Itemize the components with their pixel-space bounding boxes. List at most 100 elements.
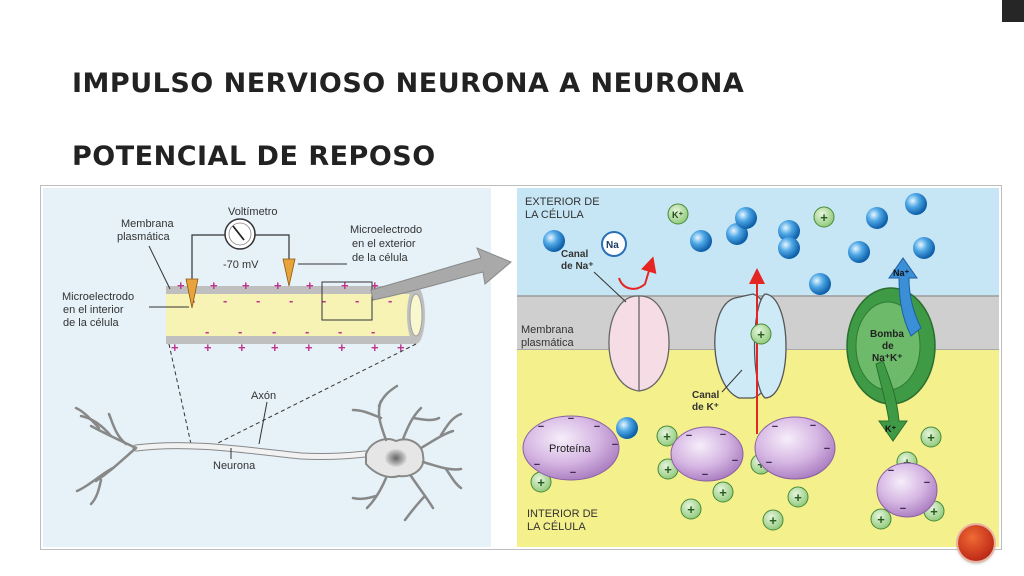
sodium-ion <box>809 273 831 295</box>
protein-minus: − <box>570 467 576 479</box>
na-k-pump <box>846 257 936 442</box>
k-ion-label: K⁺ <box>672 210 683 220</box>
plus-sign: + <box>177 278 185 293</box>
neuron-label: Neurona <box>213 460 256 472</box>
plus-sign: + <box>238 340 246 355</box>
pump-label-2: de <box>882 341 894 352</box>
plus-sign: + <box>341 278 349 293</box>
minus-sign: - <box>305 324 309 339</box>
right-panel: EXTERIOR DE LA CÉLULA Membrana plasmátic… <box>517 188 999 547</box>
minus-sign: - <box>238 324 242 339</box>
plus-sign: + <box>397 340 405 355</box>
k-plus: + <box>687 502 695 517</box>
protein-minus: − <box>534 459 540 471</box>
outer-electrode-label-3: de la célula <box>352 252 409 264</box>
left-panel: + + + + + + + + + + + + + + + + - - - - … <box>43 188 491 547</box>
outer-electrode-label-1: Microelectrodo <box>350 224 422 236</box>
k-plus: + <box>877 512 885 527</box>
minus-sign: - <box>371 324 375 339</box>
protein-minus: − <box>900 503 906 515</box>
sodium-ion <box>616 417 638 439</box>
sodium-ion <box>913 237 935 259</box>
outer-electrode-label-2: en el exterior <box>352 238 416 250</box>
protein <box>876 462 938 518</box>
r-membrane-label-2: plasmática <box>521 337 574 349</box>
protein-minus: − <box>732 455 738 467</box>
minus-sign: - <box>272 324 276 339</box>
protein-minus: − <box>772 421 778 433</box>
left-panel-background <box>43 188 491 547</box>
interior-label-1: INTERIOR DE <box>527 508 598 520</box>
neuron-drawing <box>74 384 463 522</box>
minus-sign: - <box>338 324 342 339</box>
sodium-channel <box>608 256 670 392</box>
protein-minus: − <box>612 439 618 451</box>
sodium-ion <box>735 207 757 229</box>
protein-large <box>522 415 620 481</box>
plus-sign: + <box>371 340 379 355</box>
k-plus: + <box>719 485 727 500</box>
plus-sign: + <box>242 278 250 293</box>
protein-minus: − <box>766 457 772 469</box>
plus-sign: + <box>204 340 212 355</box>
exterior-label-2: LA CÉLULA <box>525 208 584 221</box>
sodium-ion <box>543 230 565 252</box>
proteins <box>522 415 938 518</box>
outer-microelectrode <box>282 258 296 287</box>
sodium-ion <box>726 223 748 245</box>
sodium-ion <box>905 193 927 215</box>
slide-number-badge[interactable] <box>958 525 994 561</box>
inner-electrode-label-1: Microelectrodo <box>62 291 134 303</box>
plus-sign: + <box>171 340 179 355</box>
axon-label: Axón <box>251 390 276 402</box>
axon-pointer <box>258 401 268 445</box>
protein-charges: − − − − − − − − − − − − − − − − − <box>534 413 930 515</box>
interior-label-2: LA CÉLULA <box>527 520 586 533</box>
minus-sign: - <box>388 293 392 308</box>
potassium-channel <box>714 268 787 434</box>
minus-sign: - <box>322 293 326 308</box>
zoom-box <box>321 281 373 321</box>
na-channel-label-2: de Na⁺ <box>561 261 594 272</box>
corner-decoration <box>1002 0 1024 22</box>
protein-minus: − <box>824 443 830 455</box>
protein-minus: − <box>702 469 708 481</box>
sodium-ion <box>690 230 712 252</box>
protein-label: Proteína <box>549 443 591 455</box>
membrane-pointer <box>148 245 171 290</box>
pump-k-label: K⁺ <box>885 424 896 434</box>
exterior-label-1: EXTERIOR DE <box>525 196 600 208</box>
k-plus: + <box>903 455 911 470</box>
zoom-arrow <box>370 247 512 301</box>
potassium-ions <box>530 203 945 531</box>
k-plus: + <box>794 490 802 505</box>
slide-subtitle: POTENCIAL DE REPOSO <box>72 141 436 172</box>
plus-sign: + <box>274 278 282 293</box>
protein-minus: − <box>568 413 574 425</box>
k-plus: + <box>757 327 765 342</box>
k-channel-label-2: de K⁺ <box>692 402 719 413</box>
k-plus: + <box>663 429 671 444</box>
plus-sign: + <box>371 278 379 293</box>
sodium-ion <box>848 241 870 263</box>
protein-minus: − <box>810 420 816 432</box>
voltmeter: Voltímetro -70 mV <box>191 206 290 286</box>
inner-microelectrode <box>185 278 199 309</box>
plus-sign: + <box>210 278 218 293</box>
k-plus: + <box>769 513 777 528</box>
plus-sign: + <box>271 340 279 355</box>
protein-minus: − <box>538 421 544 433</box>
minus-sign: - <box>223 293 227 308</box>
minus-sign: - <box>289 293 293 308</box>
protein-minus: − <box>594 421 600 433</box>
k-channel-pointer <box>721 369 743 393</box>
r-membrane-label-1: Membrana <box>521 324 574 336</box>
voltmeter-label: Voltímetro <box>228 206 278 218</box>
protein-minus: − <box>924 477 930 489</box>
pump-label-3: Na⁺K⁺ <box>872 353 903 364</box>
inside-charges: - - - - - - - - - - - - - <box>191 293 392 339</box>
resting-potential-figure: + + + + + + + + + + + + + + + + - - - - … <box>40 185 1002 550</box>
k-plus: + <box>664 462 672 477</box>
protein-minus: − <box>686 430 692 442</box>
k-plus: + <box>537 475 545 490</box>
